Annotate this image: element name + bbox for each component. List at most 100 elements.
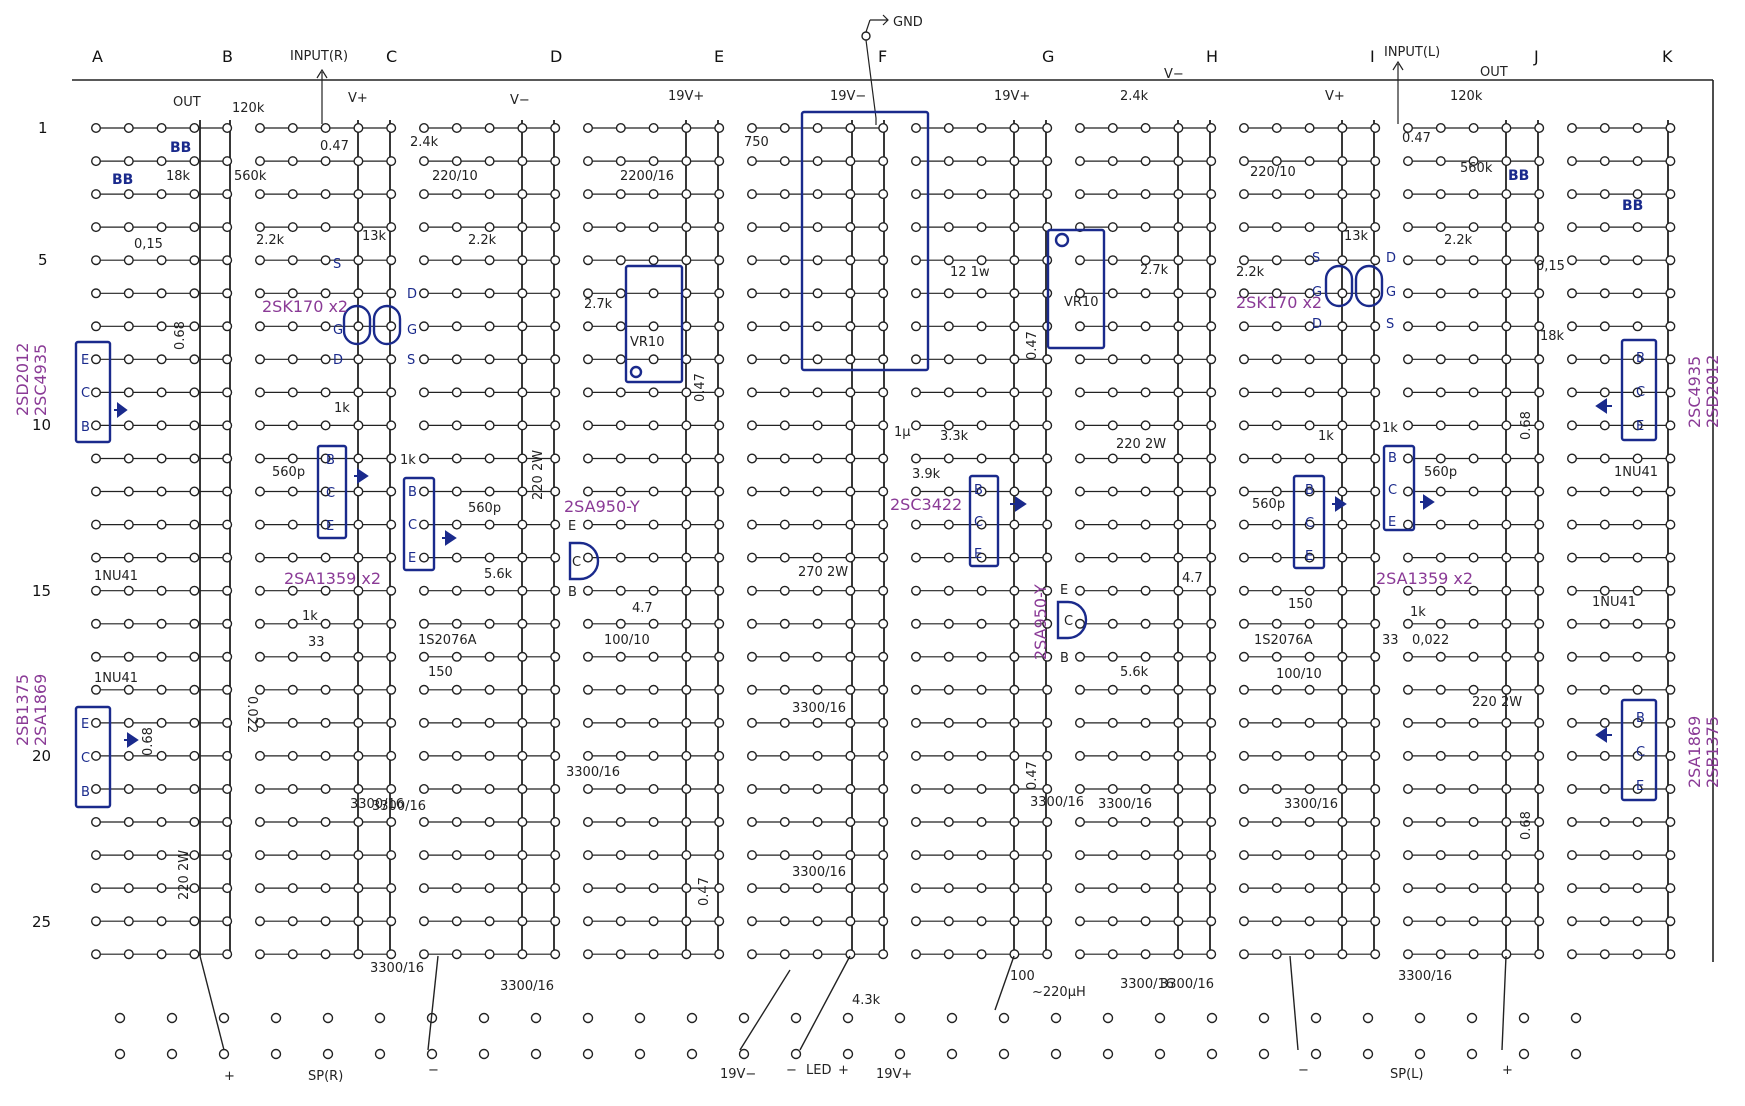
hole [779, 817, 790, 828]
hole [222, 750, 233, 761]
hole [714, 420, 725, 431]
terminal-hole [1102, 1048, 1114, 1060]
hole [189, 321, 200, 332]
pin-letter: E [568, 519, 576, 534]
component-value: 220 2W [1472, 695, 1522, 710]
hole [156, 618, 167, 629]
hole [583, 784, 594, 795]
component-value: 33 [1382, 633, 1399, 648]
hole [517, 817, 528, 828]
hole [1370, 255, 1381, 266]
hole [1632, 156, 1643, 167]
hole [615, 750, 626, 761]
hole [1173, 519, 1184, 530]
hole [976, 222, 987, 233]
hole [812, 949, 823, 960]
hole [484, 321, 495, 332]
hole [1107, 750, 1118, 761]
terminal-hole [1310, 1048, 1322, 1060]
hole [386, 122, 397, 133]
hole [1534, 949, 1545, 960]
hole [583, 817, 594, 828]
hole [812, 585, 823, 596]
part-label-2sa950-r: 2SA950-Y [564, 497, 640, 516]
hole [1632, 717, 1643, 728]
hole [1599, 651, 1610, 662]
hole [1566, 222, 1577, 233]
hole [943, 156, 954, 167]
component-value: 2.2k [1444, 233, 1473, 248]
hole [1402, 585, 1413, 596]
hole [1665, 122, 1676, 133]
hole [1501, 354, 1512, 365]
hole [1238, 585, 1249, 596]
pin-letter: G [407, 323, 417, 338]
hole [90, 189, 101, 200]
hole [911, 750, 922, 761]
hole [1632, 684, 1643, 695]
hole [615, 850, 626, 861]
component-value: 3300/16 [1120, 977, 1174, 992]
hole [1435, 817, 1446, 828]
hole [1665, 354, 1676, 365]
pin-letter: B [974, 483, 983, 498]
hole [287, 321, 298, 332]
hole [189, 486, 200, 497]
hole [156, 883, 167, 894]
hole [189, 156, 200, 167]
hole [451, 784, 462, 795]
terminal-hole [634, 1012, 646, 1024]
hole [615, 916, 626, 927]
hole [1501, 784, 1512, 795]
hole [451, 651, 462, 662]
hole [1468, 585, 1479, 596]
pin-letter: S [407, 353, 415, 368]
hole [419, 288, 430, 299]
hole [1304, 387, 1315, 398]
hole [943, 222, 954, 233]
hole [1042, 156, 1053, 167]
component-value: 3300/16 [1284, 797, 1338, 812]
hole [254, 222, 265, 233]
pin-letter: E [1636, 419, 1644, 434]
hole [1501, 122, 1512, 133]
hole [1238, 354, 1249, 365]
hole [287, 387, 298, 398]
component-value: 0.68 [141, 727, 156, 756]
hole [911, 387, 922, 398]
hole [1238, 156, 1249, 167]
hole [943, 618, 954, 629]
hole [681, 122, 692, 133]
hole [1206, 684, 1217, 695]
hole [648, 189, 659, 200]
hole [353, 883, 364, 894]
hole [1501, 750, 1512, 761]
hole [1107, 122, 1118, 133]
pin-letter: C [1305, 516, 1314, 531]
hole [1370, 122, 1381, 133]
wire [739, 969, 791, 1051]
hole [1337, 321, 1348, 332]
hole [320, 784, 331, 795]
hole [1042, 750, 1053, 761]
hole [1271, 916, 1282, 927]
hole [911, 420, 922, 431]
column-label: D [550, 47, 562, 66]
hole [1599, 552, 1610, 563]
hole [714, 453, 725, 464]
hole [156, 717, 167, 728]
hole [1271, 883, 1282, 894]
terminal-label: + [1502, 1063, 1513, 1078]
pin-letter: B [408, 485, 417, 500]
hole [287, 519, 298, 530]
hole [812, 850, 823, 861]
hole [254, 387, 265, 398]
hole [123, 222, 134, 233]
hole [1337, 486, 1348, 497]
hole [189, 122, 200, 133]
hole [1337, 519, 1348, 530]
component-value: 1k [400, 453, 416, 468]
hole [156, 288, 167, 299]
component-value: 120k [232, 101, 265, 116]
terminal-hole [894, 1048, 906, 1060]
